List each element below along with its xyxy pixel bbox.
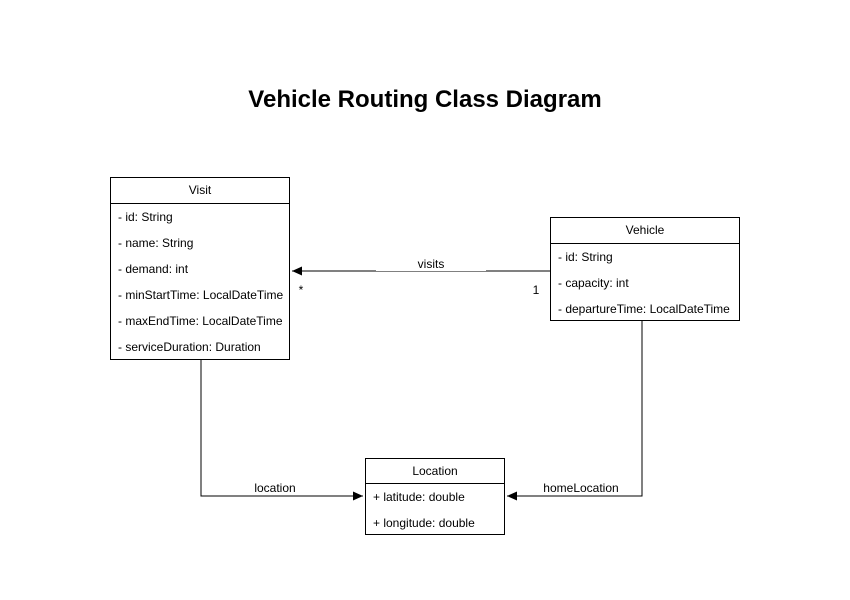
class-attribute-visit-name: - name: String [118,236,194,250]
class-attribute-visit-demand: - demand: int [118,262,189,276]
edge-label-visits: visits [376,258,486,271]
class-attribute-vehicle-departuretime: - departureTime: LocalDateTime [558,302,730,316]
class-name-vehicle: Vehicle [551,218,739,244]
class-attribute-visit-id: - id: String [118,210,173,224]
class-name-location: Location [366,459,504,484]
class-attribute-visit-serviceduration: - serviceDuration: Duration [118,340,261,354]
class-attribute-vehicle-capacity: - capacity: int [558,276,629,290]
class-box-vehicle: Vehicle - id: String - capacity: int - d… [550,217,740,321]
multiplicity-visits-target: * [298,283,304,297]
edge-location-line [200,360,363,501]
edge-label-homelocation: homeLocation [526,482,636,495]
class-box-visit: Visit - id: String - name: String - dema… [110,177,290,360]
class-attribute-visit-maxendtime: - maxEndTime: LocalDateTime [118,314,283,328]
class-attribute-location-longitude: + longitude: double [373,516,475,530]
class-attribute-vehicle-id: - id: String [558,250,613,264]
edge-label-location: location [220,482,330,495]
class-attribute-visit-minstarttime: - minStartTime: LocalDateTime [118,288,284,302]
class-box-location: Location + latitude: double + longitude:… [365,458,505,535]
edge-homelocation-line [507,321,643,501]
class-name-visit: Visit [111,178,289,204]
diagram-title: Vehicle Routing Class Diagram [248,86,602,113]
class-attribute-location-latitude: + latitude: double [373,490,465,504]
multiplicity-visits-source: 1 [532,283,540,297]
